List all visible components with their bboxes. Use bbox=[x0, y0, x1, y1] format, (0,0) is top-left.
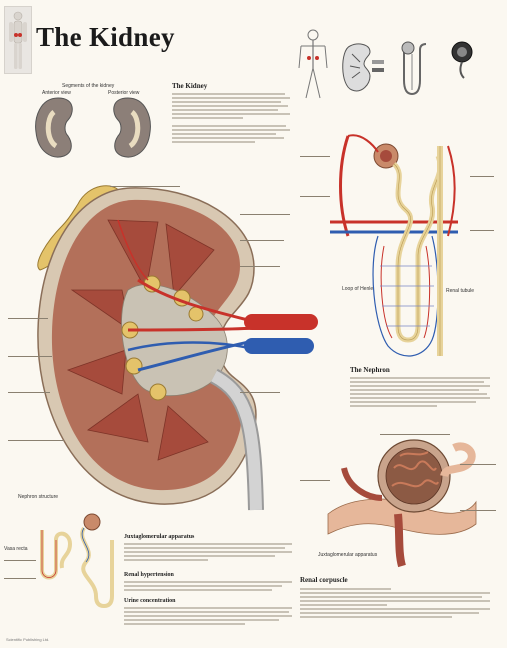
intro-text-block bbox=[172, 93, 290, 145]
leader-line bbox=[4, 560, 36, 561]
nephron-label: Loop of Henle bbox=[342, 286, 374, 292]
capillary-label: Vasa recta bbox=[4, 546, 28, 552]
leader-line bbox=[470, 230, 494, 231]
leader-line bbox=[240, 214, 290, 215]
collecting-label: Renal tubule bbox=[446, 288, 475, 294]
leader-line bbox=[240, 266, 280, 267]
human-figure-icon bbox=[4, 6, 32, 74]
leader-line bbox=[240, 240, 284, 241]
leader-line bbox=[300, 196, 330, 197]
leader-line bbox=[300, 480, 330, 481]
tubule-heading-2: Renal hypertension bbox=[124, 572, 174, 578]
leader-line bbox=[460, 510, 496, 511]
leader-line bbox=[4, 578, 36, 579]
skeleton-figure-icon bbox=[298, 29, 328, 99]
kidney-cross-section bbox=[37, 185, 318, 511]
corpuscle-text-block bbox=[300, 588, 490, 620]
leader-line bbox=[380, 434, 450, 435]
kidney-cross-section-thumbnail bbox=[342, 43, 384, 92]
leader-line bbox=[8, 318, 48, 319]
corpuscle-heading: Renal corpuscle bbox=[300, 576, 348, 584]
tubule-text-block-1 bbox=[124, 543, 292, 563]
tubule-heading-3: Urine concentration bbox=[124, 598, 176, 604]
nephron-heading: The Nephron bbox=[350, 366, 390, 374]
tubule-heading-1: Juxtaglomerular apparatus bbox=[124, 534, 195, 540]
nephron-thumbnail bbox=[401, 41, 427, 96]
nephron-text-block bbox=[350, 377, 490, 409]
small-kidney-right bbox=[113, 97, 151, 158]
tubule-text-block-3 bbox=[124, 607, 292, 627]
nephron-illustration bbox=[330, 134, 458, 357]
intro-heading: The Kidney bbox=[172, 82, 208, 90]
leader-line bbox=[8, 440, 64, 441]
leader-line bbox=[8, 392, 50, 393]
leader-line bbox=[8, 356, 52, 357]
nephron-small-label: Nephron structure bbox=[18, 494, 59, 500]
tubule-text-block-2 bbox=[124, 581, 292, 593]
leader-line bbox=[470, 176, 494, 177]
poster-footer: Scientific Publishing Ltd. bbox=[6, 637, 50, 642]
small-kidney-left bbox=[35, 97, 73, 158]
corpuscle-thumbnail bbox=[451, 41, 473, 79]
corpuscle-caption: Juxtaglomerular apparatus bbox=[318, 552, 378, 558]
poster-title: The Kidney bbox=[36, 22, 175, 52]
small-kidney-left-label: Anterior view bbox=[42, 90, 71, 96]
small-kidneys-heading: Segments of the kidney bbox=[62, 83, 115, 89]
leader-line bbox=[240, 392, 280, 393]
small-kidney-right-label: Posterior view bbox=[108, 90, 140, 96]
nephron-small-diagram bbox=[40, 513, 114, 609]
leader-line bbox=[110, 186, 180, 187]
leader-line bbox=[300, 156, 330, 157]
renal-corpuscle-illustration bbox=[327, 439, 477, 568]
leader-line bbox=[460, 464, 496, 465]
